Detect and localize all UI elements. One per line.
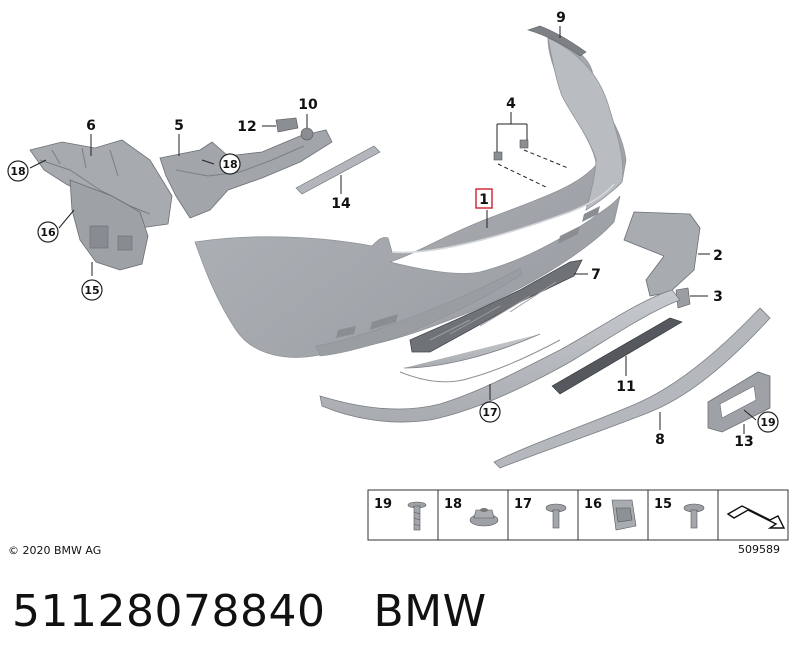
legend-item-19: 19 bbox=[374, 497, 392, 512]
callout-7: 7 bbox=[591, 267, 601, 283]
lower-trim-strip bbox=[493, 307, 771, 469]
reference-arrow-icon bbox=[726, 505, 786, 529]
callout-1: 1 bbox=[479, 192, 489, 208]
legend-item-17: 17 bbox=[514, 497, 532, 512]
part-footer: 51128078840 BMW bbox=[12, 586, 487, 637]
callout-8: 8 bbox=[655, 432, 665, 448]
callout-6: 6 bbox=[86, 118, 96, 134]
legend-item-16: 16 bbox=[584, 497, 602, 512]
clip-parts bbox=[493, 112, 569, 189]
part-number: 51128078840 bbox=[12, 586, 326, 637]
bumper-cover bbox=[194, 37, 627, 358]
reflector-strip bbox=[551, 317, 683, 395]
brand-name: BMW bbox=[373, 586, 487, 637]
callout-18-right: 18 bbox=[222, 158, 237, 171]
callout-4: 4 bbox=[506, 96, 516, 112]
callout-17: 17 bbox=[482, 406, 497, 419]
image-number: 509589 bbox=[738, 543, 780, 556]
callout-19: 19 bbox=[760, 416, 775, 429]
circled-callouts: 18 16 15 18 17 19 bbox=[7, 153, 779, 433]
small-strip bbox=[295, 145, 381, 195]
diffuser bbox=[319, 289, 681, 423]
legend-item-15: 15 bbox=[654, 497, 672, 512]
highlight-box bbox=[475, 188, 493, 209]
mounting-rail bbox=[159, 129, 333, 219]
callout-9: 9 bbox=[556, 10, 566, 26]
right-side-trim bbox=[623, 211, 710, 297]
callout-3: 3 bbox=[713, 289, 723, 305]
callout-14: 14 bbox=[331, 196, 351, 212]
callout-15: 15 bbox=[84, 284, 99, 297]
callout-18-left: 18 bbox=[10, 165, 25, 178]
callout-10: 10 bbox=[298, 97, 318, 113]
leader-lines bbox=[29, 134, 757, 421]
callout-16: 16 bbox=[40, 226, 56, 239]
top-trim-strip bbox=[527, 25, 587, 57]
fastener-legend: 19 18 17 16 15 bbox=[367, 489, 789, 541]
left-bracket bbox=[29, 139, 173, 229]
legend-item-18: 18 bbox=[444, 497, 462, 512]
callout-11: 11 bbox=[616, 379, 635, 395]
screw-19-icon bbox=[407, 501, 427, 531]
small-fasteners bbox=[262, 114, 314, 141]
small-cover bbox=[675, 287, 708, 309]
grille-insert bbox=[409, 259, 588, 353]
callout-13: 13 bbox=[734, 434, 753, 450]
nut-18-icon bbox=[469, 508, 499, 527]
screw-17-icon bbox=[545, 503, 567, 529]
callout-5: 5 bbox=[174, 118, 184, 134]
clip-nut-16-icon bbox=[611, 499, 637, 531]
frame-bracket bbox=[707, 371, 771, 434]
copyright: © 2020 BMW AG bbox=[8, 544, 101, 557]
callout-labels: 1 2 3 4 5 6 7 8 9 10 11 12 13 14 bbox=[86, 10, 754, 450]
callout-12: 12 bbox=[237, 119, 256, 135]
screw-15-icon bbox=[683, 503, 705, 529]
left-lower-bracket bbox=[69, 179, 149, 271]
callout-2: 2 bbox=[713, 248, 723, 264]
